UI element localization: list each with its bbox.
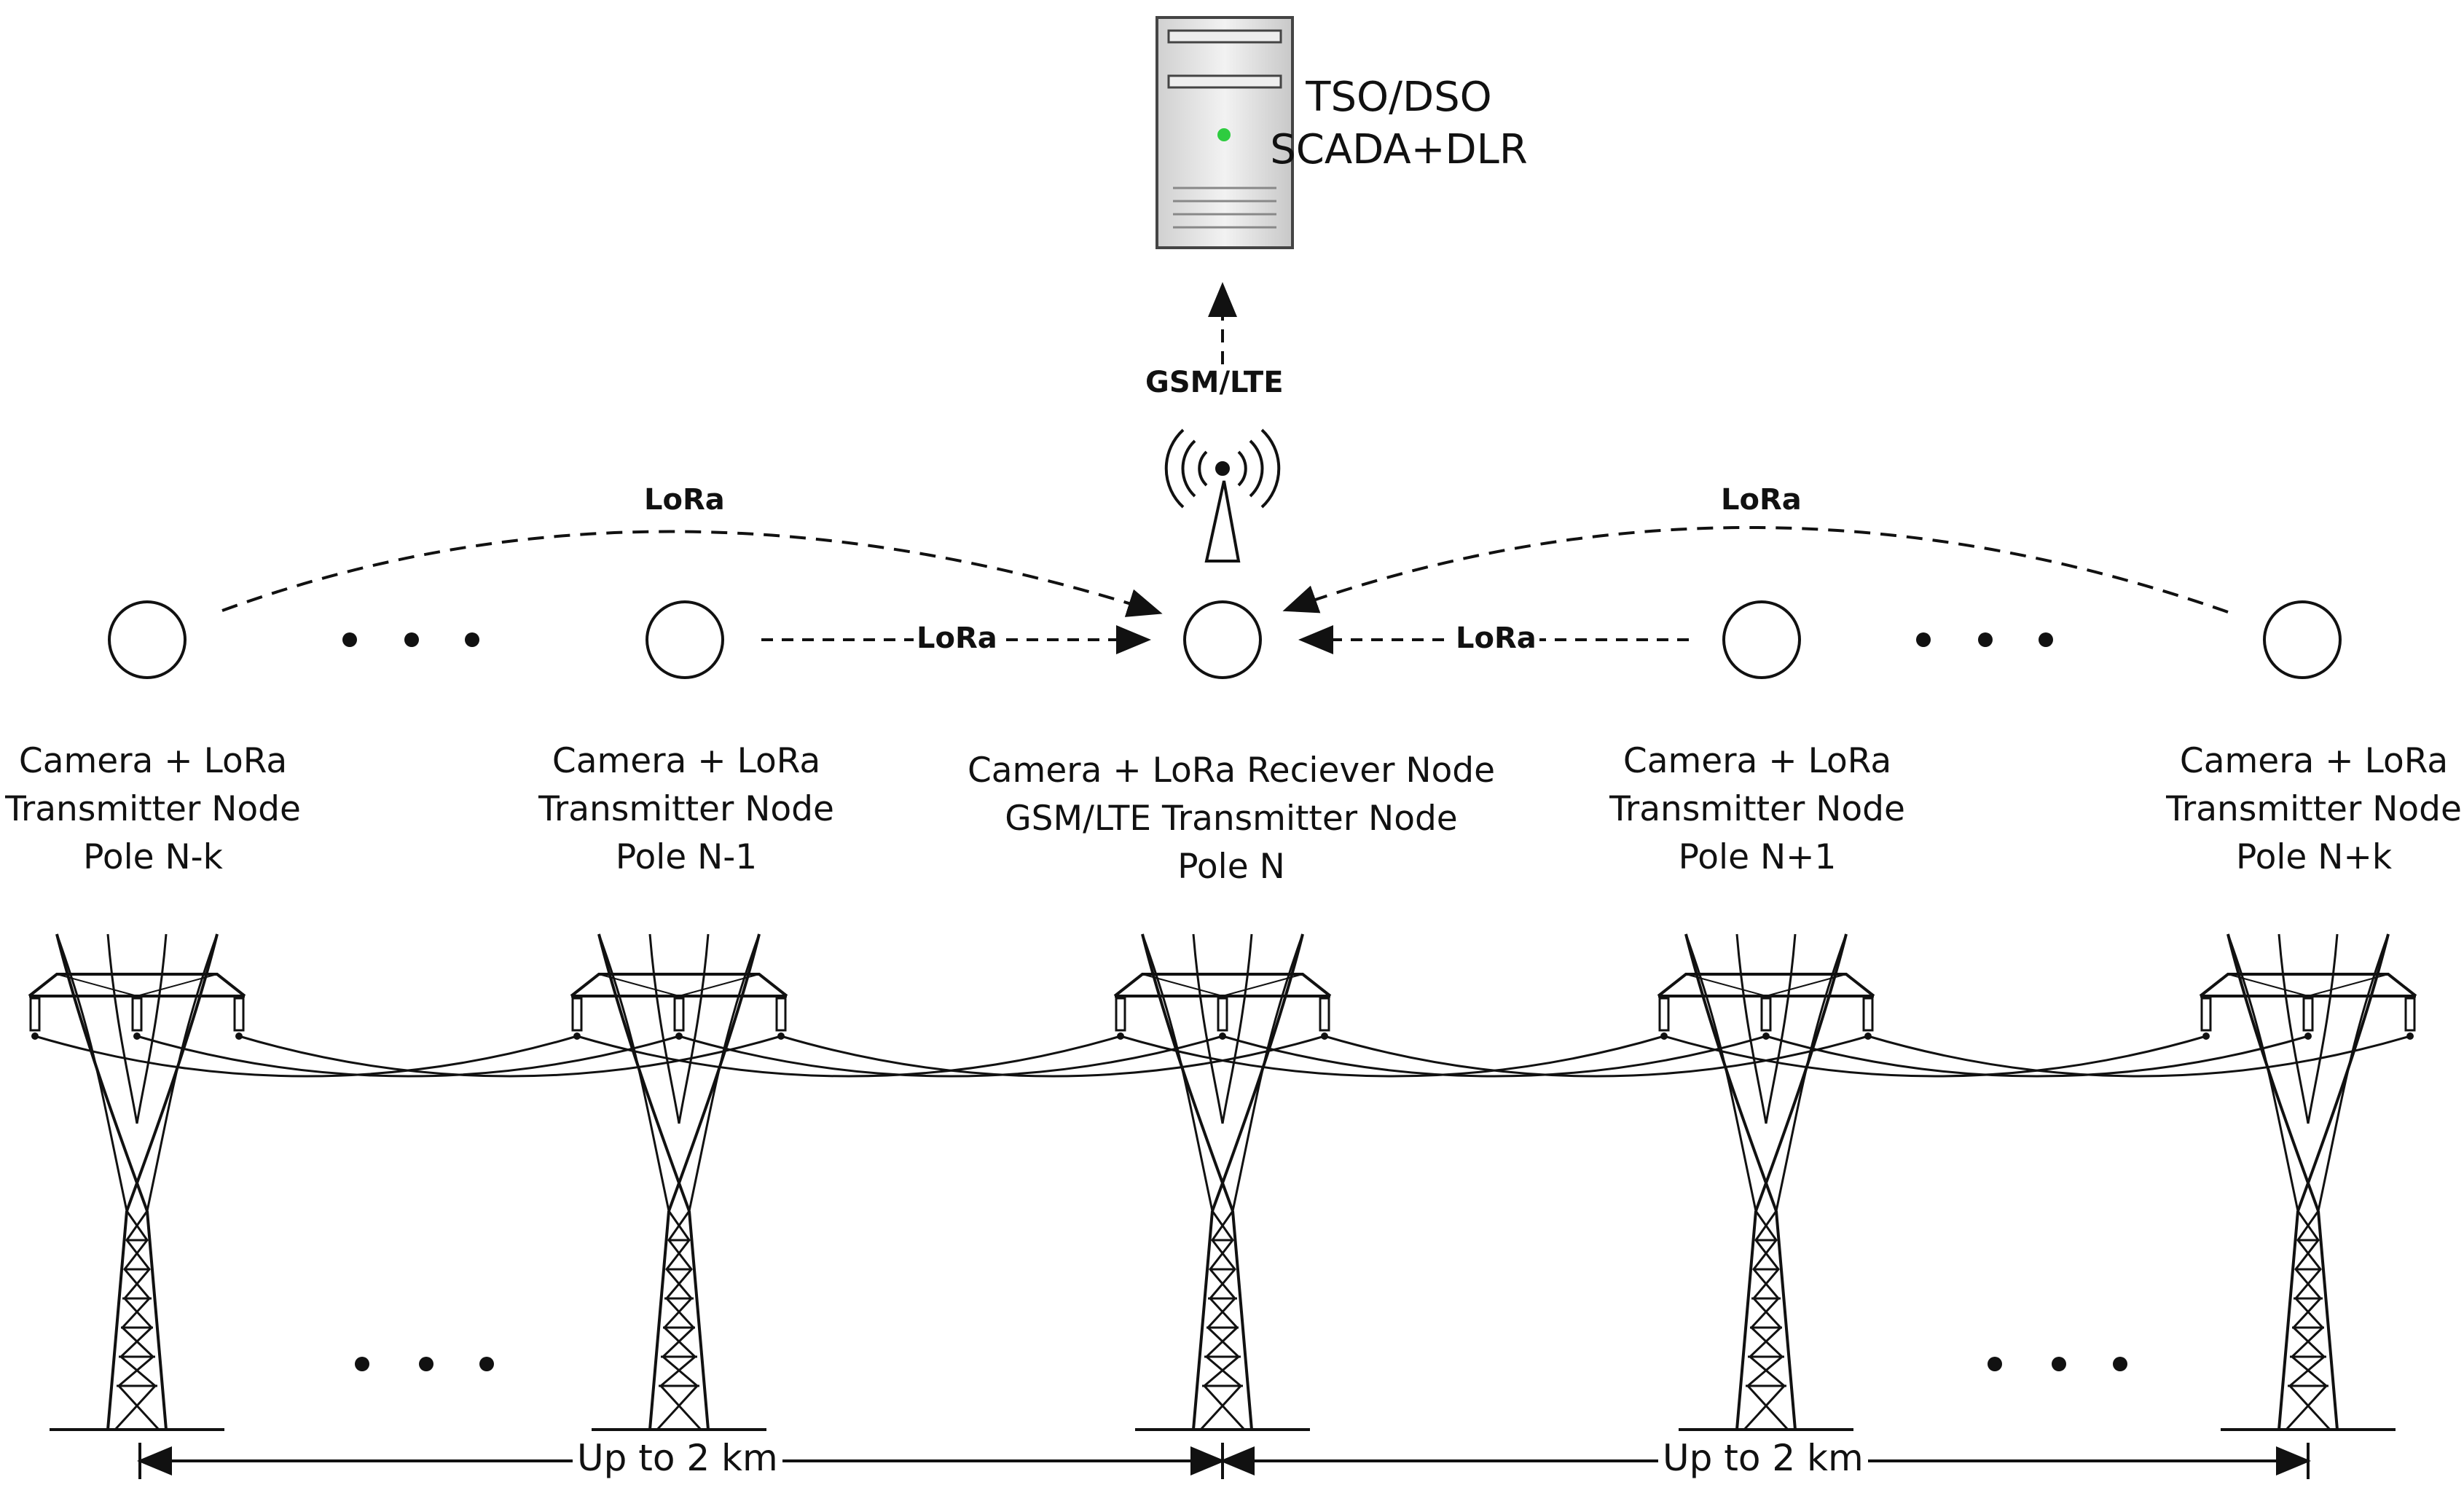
lora-link-top-right [1282, 526, 2229, 614]
server-label-line2: SCADA+DLR [1270, 126, 1528, 173]
node-label-pole-n-k: Camera + LoRa Transmitter Node Pole N-k [0, 737, 372, 882]
node-label-line3: Pole N-k [83, 837, 223, 877]
node-label-pole-n-plus-k: Camera + LoRa Transmitter Node Pole N+k [2095, 737, 2464, 882]
node-label-pole-n-plus-1: Camera + LoRa Transmitter Node Pole N+1 [1539, 737, 1976, 882]
node-label-line1: Camera + LoRa [2179, 741, 2449, 781]
transmission-tower-icon [1657, 933, 1875, 1431]
gsm-lte-label: GSM/LTE [1142, 366, 1287, 399]
node-label-line3: Pole N [1177, 847, 1285, 887]
ellipsis-dots-icon [342, 632, 2053, 647]
conductor-line [1222, 1035, 1767, 1078]
transmission-tower-icon [1113, 933, 1332, 1431]
server-label-line1: TSO/DSO [1306, 74, 1492, 121]
server-icon [1156, 16, 1294, 249]
distance-indicator [137, 1443, 2311, 1479]
transmission-tower-icon [2199, 933, 2417, 1431]
conductor-line [1765, 1035, 2309, 1078]
conductor-line [576, 1035, 1121, 1078]
node-label-line2: GSM/LTE Transmitter Node [1005, 799, 1458, 839]
distance-label-right: Up to 2 km [1658, 1437, 1868, 1479]
server-status-led [1217, 128, 1231, 141]
conductor-line [1324, 1035, 1869, 1078]
conductor-line [1120, 1035, 1665, 1078]
node-circle-icon [1722, 600, 1801, 679]
node-label-line3: Pole N+1 [1678, 837, 1837, 877]
conductor-line [780, 1035, 1325, 1078]
lora-link-top-left [221, 530, 1163, 617]
conductor-line [34, 1035, 578, 1078]
node-label-line1: Camera + LoRa Reciever Node [967, 750, 1496, 791]
node-label-line2: Transmitter Node [5, 789, 301, 829]
conductor-line [1867, 1035, 2411, 1078]
lora-label-top-left: LoRa [641, 483, 728, 517]
transmission-tower-icon [570, 933, 788, 1431]
conductor-line [1663, 1035, 2207, 1078]
conductor-line [678, 1035, 1223, 1078]
lora-label-mid-right: LoRa [1453, 622, 1539, 655]
lora-label-mid-left: LoRa [914, 622, 1000, 655]
conductor-line [238, 1035, 782, 1078]
node-label-line2: Transmitter Node [538, 789, 834, 829]
node-label-line3: Pole N-1 [615, 837, 758, 877]
node-circle-icon [2263, 600, 2342, 679]
node-label-pole-n-1: Camera + LoRa Transmitter Node Pole N-1 [468, 737, 905, 882]
node-label-pole-n: Camera + LoRa Reciever Node GSM/LTE Tran… [896, 747, 1566, 891]
distance-label-left: Up to 2 km [573, 1437, 782, 1479]
node-label-line1: Camera + LoRa [18, 741, 288, 781]
conductor-line [136, 1035, 680, 1078]
node-circle-icon [646, 600, 724, 679]
lora-label-top-right: LoRa [1718, 483, 1805, 517]
transmission-tower-icon [28, 933, 246, 1431]
node-circle-icon [108, 600, 187, 679]
node-circle-icon [1183, 600, 1262, 679]
node-label-line1: Camera + LoRa [552, 741, 821, 781]
node-label-line2: Transmitter Node [2166, 789, 2462, 829]
server-label: TSO/DSO SCADA+DLR [1246, 71, 1552, 176]
node-label-line3: Pole N+k [2235, 837, 2393, 877]
node-label-line1: Camera + LoRa [1623, 741, 1892, 781]
ellipsis-dots-icon [355, 1357, 2127, 1371]
antenna-tower-icon [1164, 428, 1281, 563]
node-label-line2: Transmitter Node [1609, 789, 1905, 829]
